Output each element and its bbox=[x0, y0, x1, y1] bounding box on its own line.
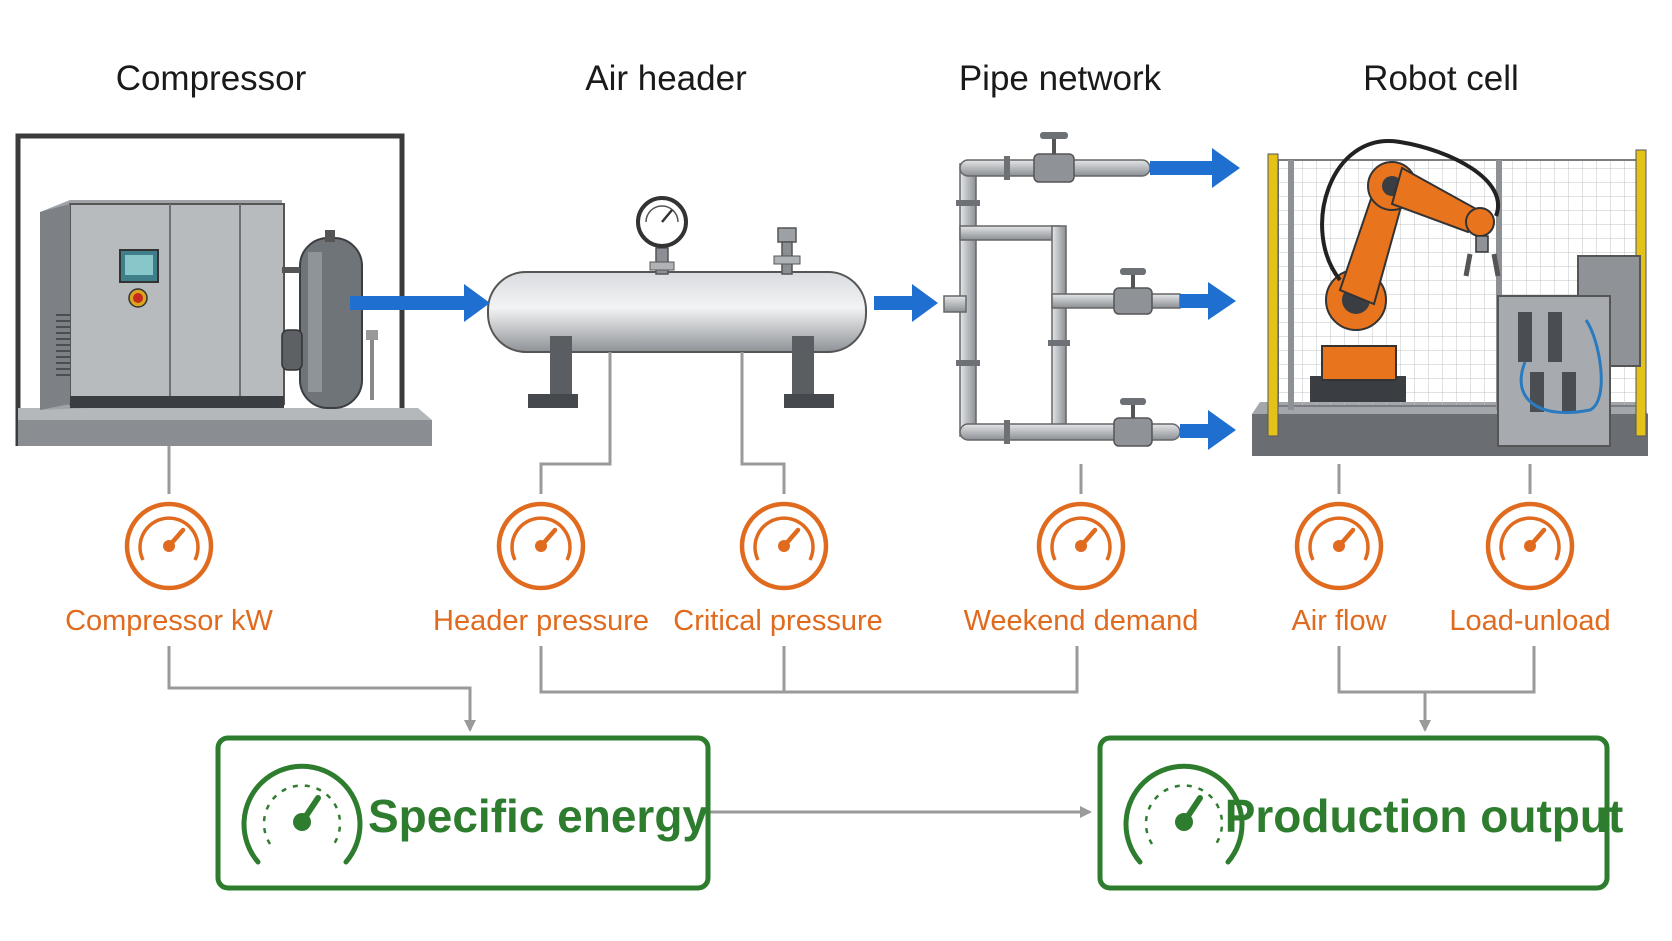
flow-arrow-network-branch-middle bbox=[1180, 282, 1236, 320]
sensor-critical-pressure: Critical pressure bbox=[673, 501, 883, 637]
flow-arrow-network-branch-bottom bbox=[1180, 410, 1236, 450]
kpi-specific-energy: Specific energy bbox=[215, 735, 711, 891]
gauge-icon bbox=[1485, 501, 1575, 591]
gauge-icon bbox=[496, 501, 586, 591]
sensor-air-flow: Air flow bbox=[1291, 501, 1388, 637]
stage-title-compressor: Compressor bbox=[116, 59, 307, 98]
kpi-production-output: Production output bbox=[1097, 735, 1624, 891]
kpi-label: Production output bbox=[1225, 790, 1624, 842]
stage-title-robot-cell: Robot cell bbox=[1363, 59, 1519, 98]
connector-header-to-header-pressure bbox=[539, 352, 612, 494]
sensor-label: Compressor kW bbox=[65, 605, 273, 637]
connector-robot-sensors-to-production-output bbox=[1337, 646, 1536, 730]
stage-title-air-header: Air header bbox=[585, 59, 747, 98]
pipe-network-illustration bbox=[943, 132, 1181, 447]
gauge-icon bbox=[1294, 501, 1384, 591]
robot-cell-illustration bbox=[1252, 139, 1648, 456]
sensor-label: Critical pressure bbox=[673, 605, 883, 637]
sensor-label: Header pressure bbox=[433, 605, 649, 637]
flow-arrow-compressor-to-header bbox=[350, 284, 490, 322]
air-header-illustration bbox=[487, 196, 867, 408]
sensor-load-unload: Load-unload bbox=[1449, 501, 1611, 637]
sensor-weekend-demand: Weekend demand bbox=[964, 501, 1199, 637]
flow-arrows bbox=[350, 148, 1240, 450]
flow-arrow-header-to-network bbox=[874, 284, 938, 322]
sensor-label: Air flow bbox=[1291, 605, 1387, 637]
connector-pressures-demand-group bbox=[539, 646, 1079, 694]
kpi-label: Specific energy bbox=[368, 790, 708, 842]
gauge-icon bbox=[124, 501, 214, 591]
compressor-illustration bbox=[15, 133, 432, 446]
gauge-icon bbox=[1123, 763, 1245, 865]
gauge-icon bbox=[1036, 501, 1126, 591]
sensor-header-pressure: Header pressure bbox=[433, 501, 649, 637]
sensor-label: Load-unload bbox=[1449, 605, 1610, 637]
flow-arrow-network-branch-top bbox=[1150, 148, 1240, 188]
sensor-compressor-kw: Compressor kW bbox=[65, 501, 274, 637]
connector-header-to-critical-pressure bbox=[740, 352, 786, 494]
sensor-label: Weekend demand bbox=[964, 605, 1199, 637]
stage-title-pipe-network: Pipe network bbox=[959, 59, 1162, 98]
gauge-icon bbox=[241, 763, 363, 865]
connector-lines bbox=[167, 352, 1536, 818]
connector-compressor-kw-to-specific-energy bbox=[167, 646, 476, 732]
gauge-icon bbox=[739, 501, 829, 591]
